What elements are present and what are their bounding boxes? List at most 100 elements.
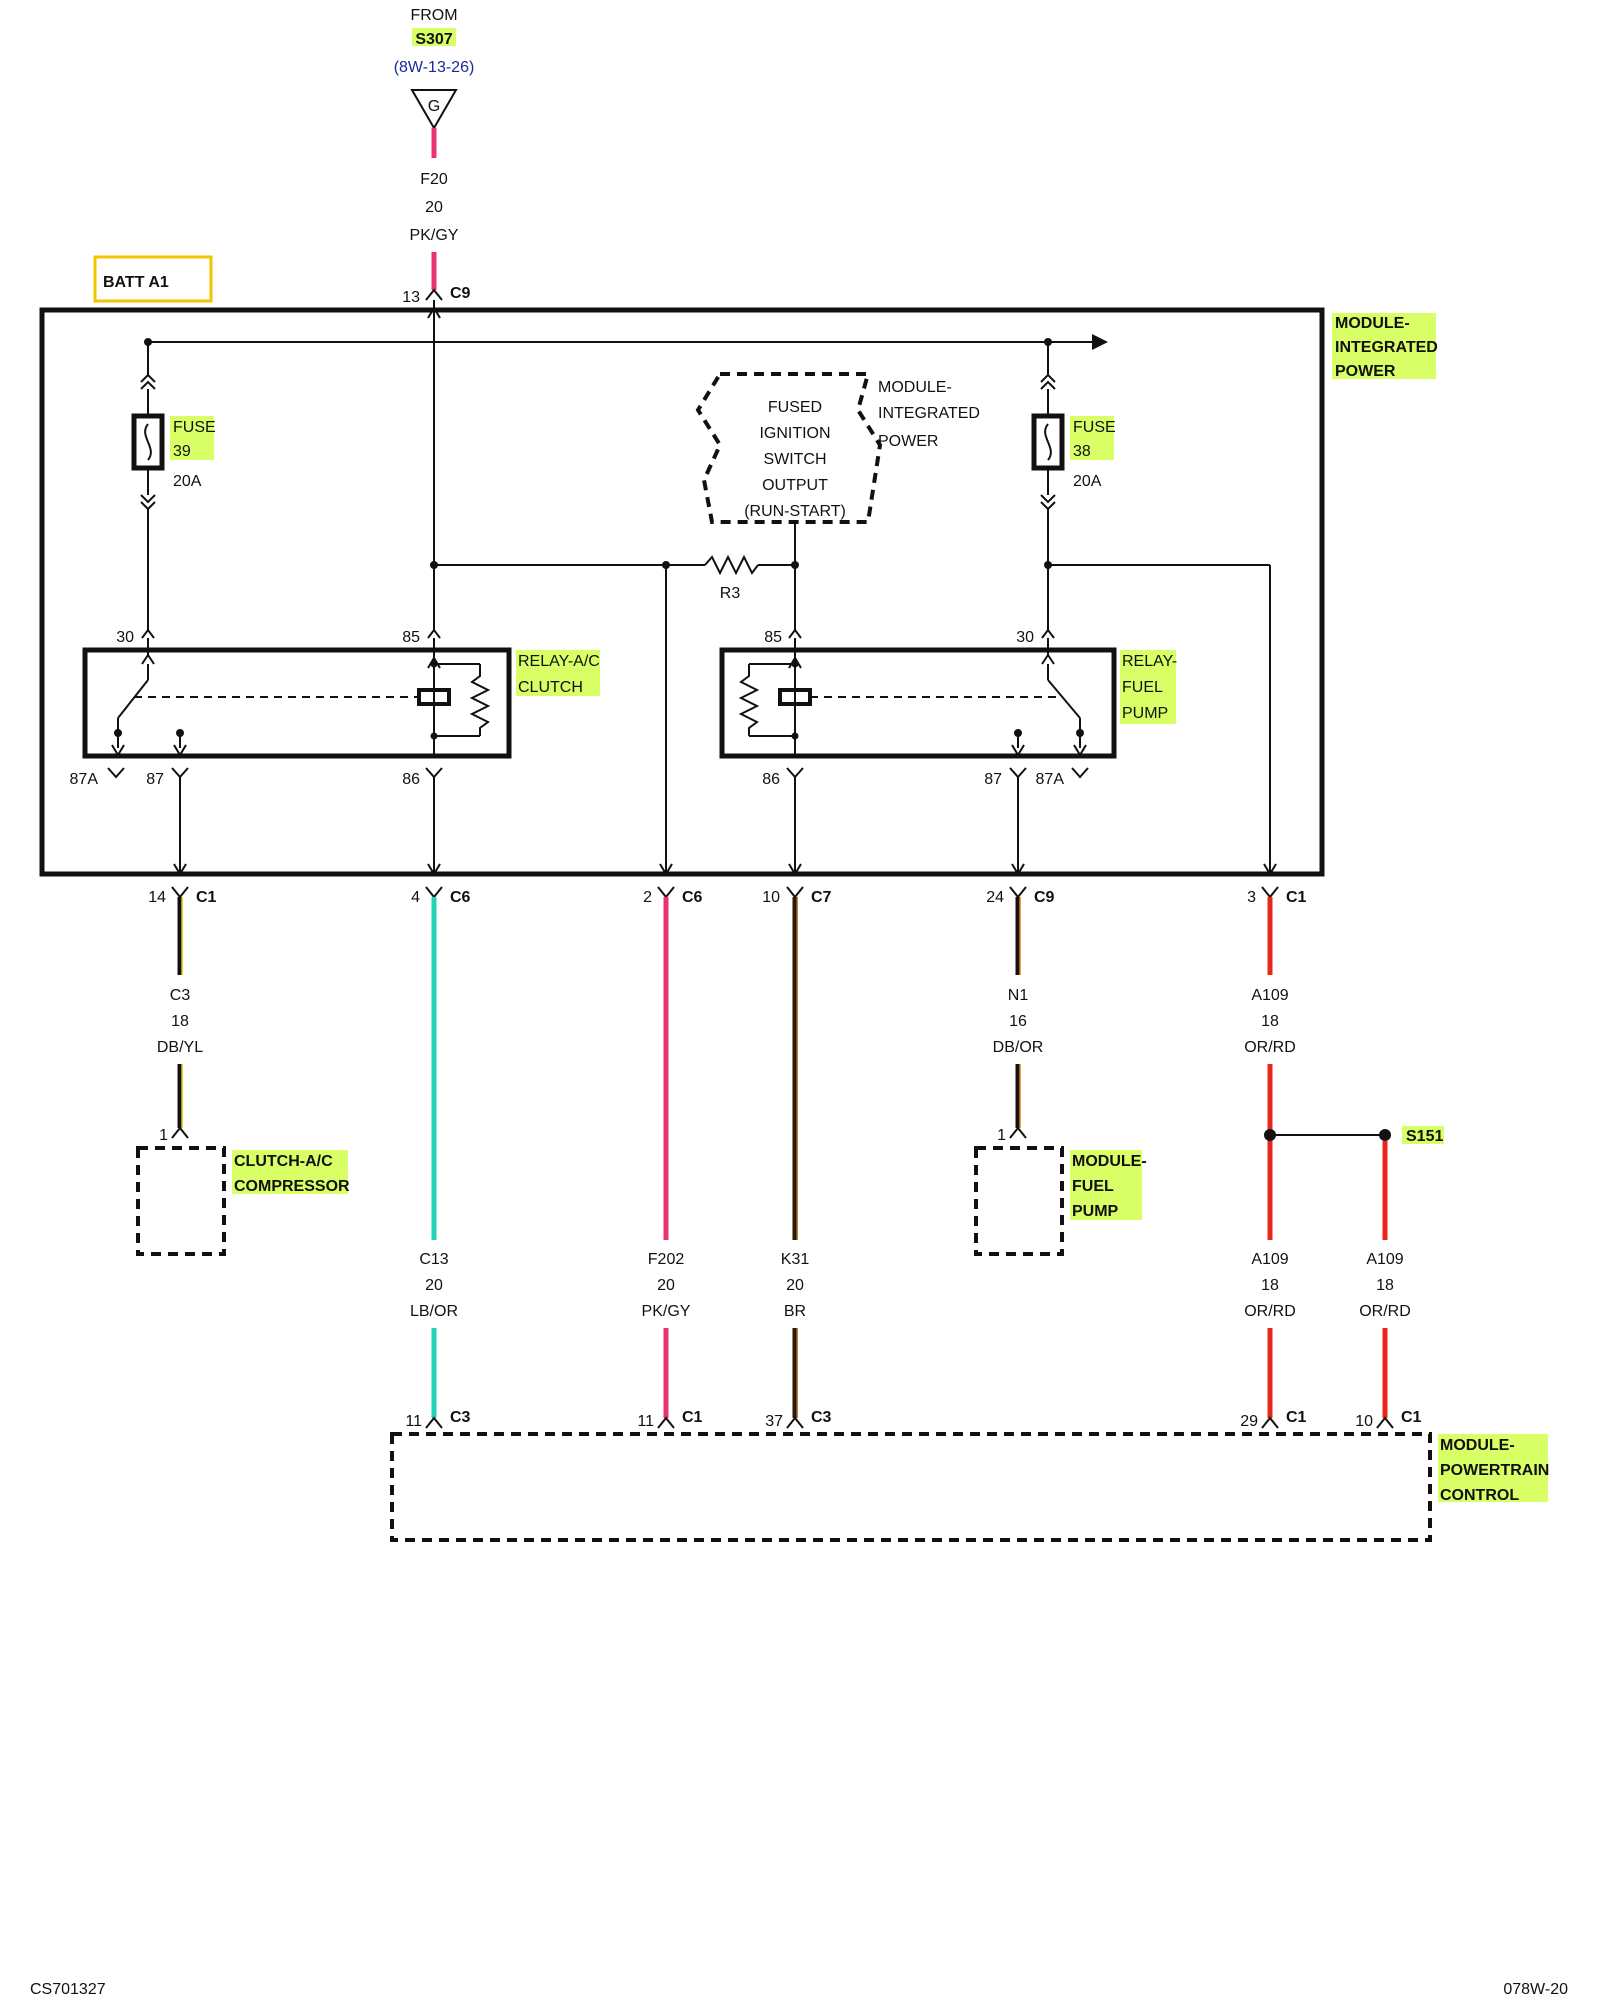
connector-icon — [1009, 886, 1027, 899]
source-ref-link[interactable]: (8W-13-26) — [394, 59, 475, 76]
pcm-connector-icon — [786, 1416, 804, 1429]
pcm-connector-icon — [657, 1416, 675, 1429]
relay-ac-contact-arrow-icon — [141, 653, 155, 665]
pcm-connector-icon — [1376, 1416, 1394, 1429]
pcm-pin: 11 — [637, 1413, 654, 1430]
relay-fp-label-1: RELAY- — [1122, 653, 1177, 670]
pcm-pin: 10 — [1355, 1413, 1373, 1430]
c3-color: DB/YL — [157, 1039, 203, 1056]
pcm-conn: C1 — [1286, 1409, 1307, 1426]
a109-left-color: OR/RD — [1244, 1303, 1296, 1320]
ignition-l1: FUSED — [768, 399, 822, 416]
pcm-pin: 11 — [405, 1413, 422, 1430]
pcm-label-2: POWERTRAIN — [1440, 1462, 1549, 1479]
relay-ac-pin85-icon — [427, 628, 441, 639]
pcm-module-box — [390, 1432, 1432, 1542]
relay-fp-pin30-icon — [1041, 628, 1055, 639]
pcm-label-3: CONTROL — [1440, 1487, 1519, 1504]
relay-fp-87-contact — [1014, 729, 1022, 737]
clutch-highlight — [232, 1150, 348, 1194]
pcm-pin-c3-11: 11 C3 — [405, 1409, 470, 1430]
resistor-label: R3 — [720, 585, 741, 602]
clutch-label-2: COMPRESSOR — [234, 1178, 350, 1195]
relay-fp-pin85-icon — [788, 628, 802, 639]
fuse39-highlight — [170, 416, 214, 460]
fuse39-top-connector-icon — [140, 373, 156, 390]
fuse39-number: 39 — [173, 443, 191, 460]
fuse38-top-connector-icon — [1040, 373, 1056, 390]
ipm-highlight — [1332, 313, 1436, 379]
fuse38-element — [1044, 423, 1052, 461]
relay-ac-87-arrow-icon — [173, 744, 187, 757]
k31-gauge: 20 — [786, 1277, 804, 1294]
connector-c1-3: 3 C1 — [1247, 886, 1307, 906]
ignition-module-1: MODULE- — [878, 379, 952, 396]
relay-ac-pin85: 85 — [402, 629, 420, 646]
pcm-highlight — [1438, 1434, 1548, 1502]
arrow-c7-10-icon — [788, 863, 802, 876]
fuel-pump-label-1: MODULE- — [1072, 1153, 1147, 1170]
connector-icon — [657, 886, 675, 899]
splice-s151: S151 — [1406, 1128, 1443, 1145]
fuse38-bottom-connector-icon — [1040, 494, 1056, 511]
relay-ac-label-2: CLUTCH — [518, 679, 583, 696]
relay-ac-pin86: 86 — [402, 771, 420, 788]
clutch-compressor-box — [136, 1146, 226, 1256]
relay-ac-pin87: 87 — [146, 771, 164, 788]
fuel-pump-highlight — [1070, 1150, 1142, 1220]
pcm-pin-c1-29: 29 C1 — [1240, 1409, 1306, 1430]
fuse39-element — [144, 423, 152, 461]
top-pin-number: 13 — [402, 289, 420, 306]
a109-left-gauge: 18 — [1261, 1277, 1279, 1294]
relay-fp-87a-out-icon — [1071, 767, 1089, 779]
footer-right-code: 078W-20 — [1503, 1981, 1568, 1998]
n1-gauge: 16 — [1009, 1013, 1027, 1030]
arrow-c1-14-icon — [173, 863, 187, 876]
arrow-c9-24-icon — [1011, 863, 1025, 876]
fuse38-rating: 20A — [1073, 473, 1102, 490]
conn-pin: 14 — [148, 889, 166, 906]
ipm-label-1: MODULE- — [1335, 315, 1410, 332]
relay-fp-switch-arm — [1047, 679, 1081, 719]
conn-label: C9 — [1034, 889, 1055, 906]
pcm-pin: 29 — [1240, 1413, 1258, 1430]
conn-pin: 4 — [411, 889, 420, 906]
relay-fp-box — [719, 647, 1117, 759]
s307-highlight — [412, 28, 456, 46]
f20-circuit: F20 — [420, 171, 448, 188]
conn-label: C1 — [1286, 889, 1307, 906]
clutch-connector-icon — [171, 1126, 189, 1139]
relay-ac-coil-icon — [417, 688, 451, 706]
f202-color: PK/GY — [642, 1303, 691, 1320]
relay-ac-node-top — [430, 660, 438, 668]
f202-circuit: F202 — [648, 1251, 685, 1268]
conn-pin: 24 — [986, 889, 1004, 906]
relay-ac-switch-arm — [117, 679, 149, 719]
relay-fp-pin86: 86 — [762, 771, 780, 788]
fuse38-name: FUSE — [1073, 419, 1116, 436]
f20-gauge: 20 — [425, 199, 443, 216]
splice-node-left — [1264, 1129, 1276, 1141]
connector-c6-4: 4 C6 — [411, 886, 471, 906]
pcm-pin-c1-10: 10 C1 — [1355, 1409, 1421, 1430]
a109-circuit: A109 — [1251, 987, 1288, 1004]
clutch-label-1: CLUTCH-A/C — [234, 1153, 333, 1170]
connector-icon — [786, 886, 804, 899]
connector-c6-2: 2 C6 — [643, 886, 703, 906]
pcm-label-1: MODULE- — [1440, 1437, 1515, 1454]
source-splice-label: S307 — [415, 31, 452, 48]
c13-circuit: C13 — [419, 1251, 448, 1268]
relay-ac-pin30: 30 — [116, 629, 134, 646]
f20-color: PK/GY — [410, 227, 459, 244]
conn-label: C7 — [811, 889, 832, 906]
pcm-conn: C1 — [1401, 1409, 1422, 1426]
fuse39-name: FUSE — [173, 419, 216, 436]
conn-label: C6 — [450, 889, 471, 906]
ignition-module-3: POWER — [878, 433, 938, 450]
relay-fp-node-top — [791, 660, 799, 668]
connector-icon — [1261, 886, 1279, 899]
connector-icon — [171, 886, 189, 899]
a109-right-color: OR/RD — [1359, 1303, 1411, 1320]
n1-circuit: N1 — [1008, 987, 1029, 1004]
